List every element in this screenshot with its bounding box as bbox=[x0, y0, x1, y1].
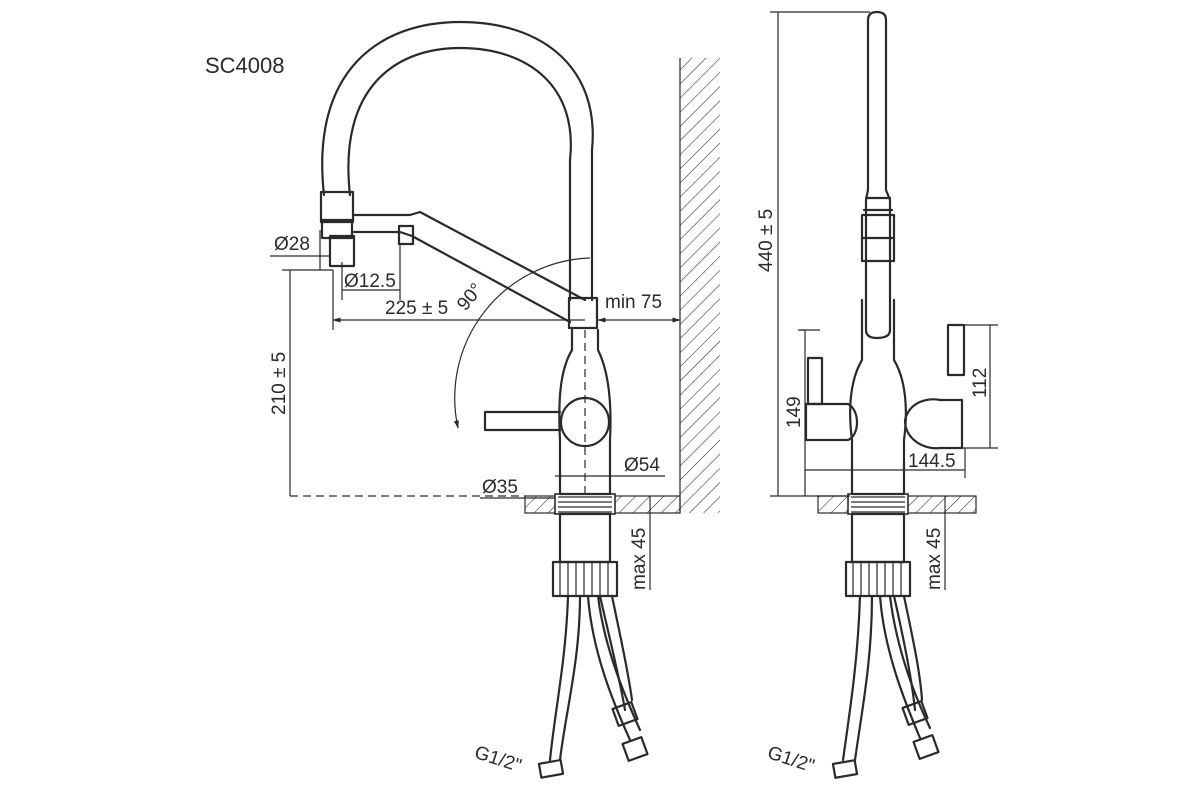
side-supply-hoses bbox=[831, 594, 940, 779]
spout-coupling bbox=[319, 190, 355, 224]
dim-connection-front: G1/2" bbox=[472, 742, 524, 777]
dim-outlet-diameter: Ø28 bbox=[274, 234, 310, 255]
dim-width: 144.5 bbox=[908, 451, 956, 472]
dim-base-diameter: Ø35 bbox=[482, 477, 518, 498]
dim-wall-clearance: min 75 bbox=[605, 292, 662, 313]
dim-spout-height: 210 ± 5 bbox=[269, 352, 290, 415]
dim-connection-side: G1/2" bbox=[765, 742, 817, 777]
mounting-nut bbox=[551, 560, 619, 598]
dim-max-thickness-side: max 45 bbox=[924, 528, 945, 590]
dim-body-diameter: Ø54 bbox=[624, 455, 660, 476]
side-view: 440 ± 5 149 112 144.5 max 45 G1/2" bbox=[756, 10, 998, 779]
spout-arc bbox=[321, 20, 594, 302]
side-faucet-body bbox=[849, 298, 907, 496]
model-title: SC4008 bbox=[205, 53, 285, 78]
mounting-shank bbox=[558, 512, 612, 564]
spray-head bbox=[328, 234, 356, 268]
wall bbox=[679, 58, 720, 513]
dim-spray-diameter: Ø12.5 bbox=[344, 271, 396, 292]
side-dimension-lines bbox=[770, 11, 998, 590]
front-view: Ø28 Ø12.5 225 ± 5 90° min 75 210 ± 5 Ø54… bbox=[269, 20, 720, 779]
front-dimension-lines bbox=[270, 230, 681, 590]
spout-collar bbox=[567, 296, 599, 330]
dim-max-thickness-front: max 45 bbox=[629, 528, 650, 590]
side-spout bbox=[864, 10, 892, 340]
dim-handle-height: 112 bbox=[970, 368, 991, 398]
dim-swivel-angle: 90° bbox=[453, 279, 488, 315]
supply-hoses bbox=[537, 594, 649, 779]
dim-lever-height: 149 bbox=[784, 396, 805, 428]
dim-reach: 225 ± 5 bbox=[385, 298, 448, 319]
dim-total-height: 440 ± 5 bbox=[756, 209, 777, 272]
countertop bbox=[524, 493, 681, 515]
